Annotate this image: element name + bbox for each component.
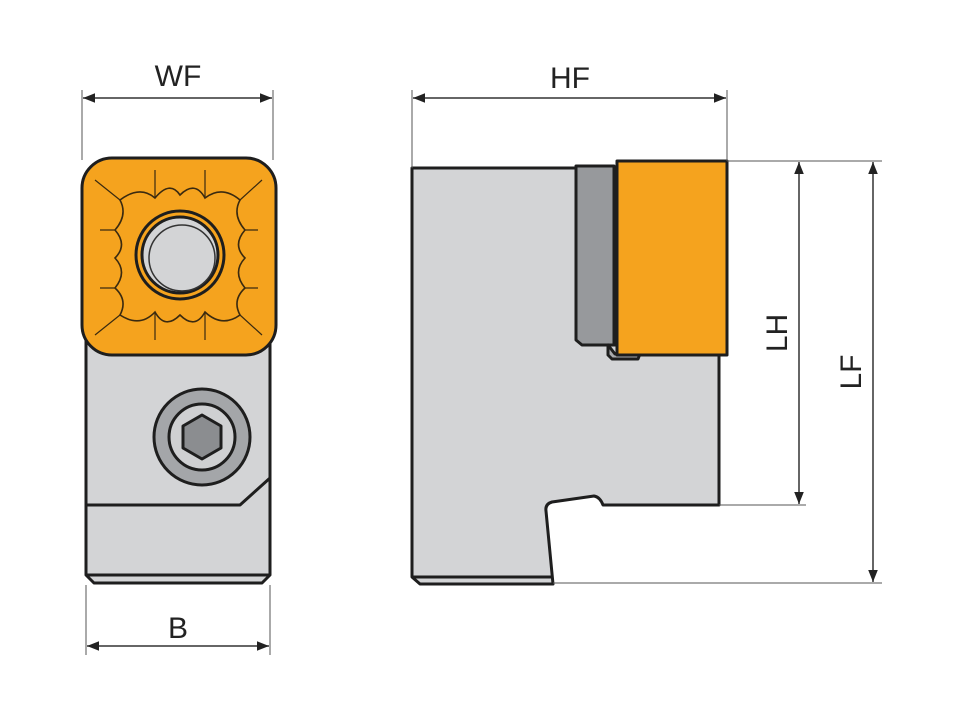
- front-view: WF B: [80, 60, 278, 655]
- insert-front: [80, 156, 278, 357]
- hf-label: HF: [550, 62, 590, 95]
- chamfer-line: [86, 476, 272, 507]
- wf-label: WF: [155, 60, 202, 93]
- shim-plate: [574, 164, 616, 347]
- hex-socket-icon: [181, 413, 223, 461]
- holder-body-side: [410, 166, 721, 586]
- insert-side: [615, 159, 729, 357]
- side-view: HF LH LF: [410, 62, 882, 586]
- lf-label: LF: [835, 354, 868, 389]
- clamp-screw: [152, 387, 252, 487]
- lh-label: LH: [761, 314, 794, 352]
- b-label: B: [168, 612, 188, 645]
